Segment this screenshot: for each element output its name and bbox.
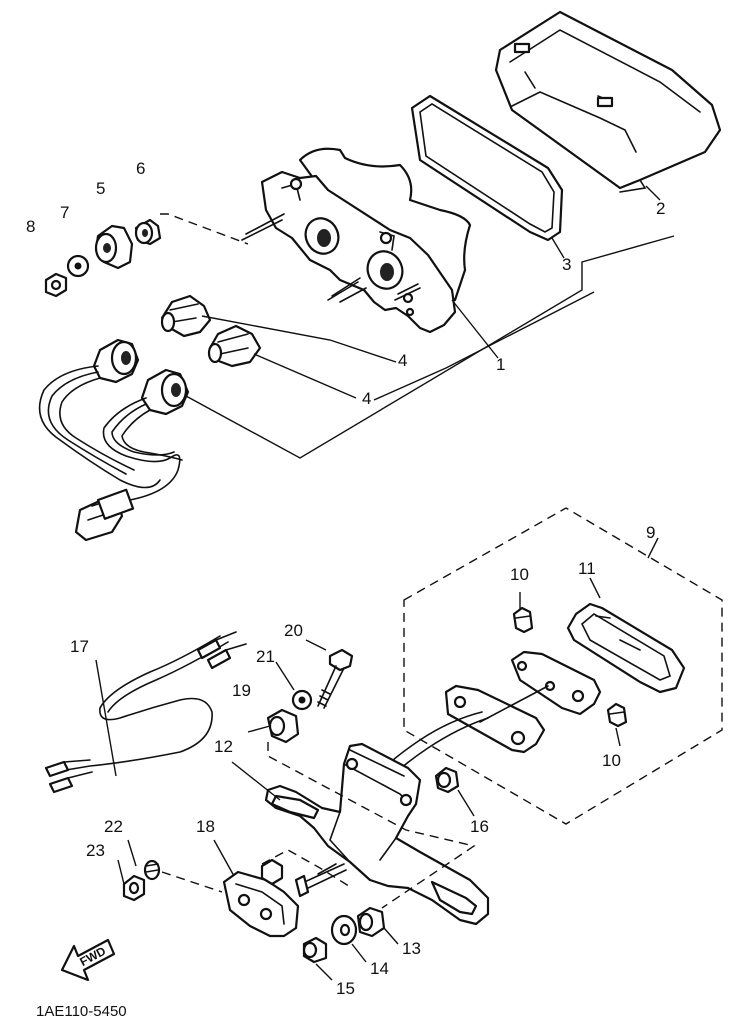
callout-10-lower: 10 — [602, 751, 621, 770]
part-6-grommet — [134, 218, 162, 246]
top-leader-lines — [160, 185, 675, 459]
callout-19: 19 — [232, 681, 251, 700]
callout-2: 2 — [656, 199, 665, 218]
part-3-gasket — [410, 94, 564, 242]
bracket-screws — [294, 863, 347, 898]
part-18-reflector — [222, 858, 300, 938]
part-17-wire-lead — [44, 631, 247, 794]
part-10-bulb-lower — [606, 702, 628, 728]
part-8-nut — [44, 272, 68, 298]
bottom-leader-lines — [95, 537, 659, 981]
callout-6: 6 — [136, 159, 145, 178]
part-11-license-lens — [566, 602, 686, 694]
part-7-washer — [66, 254, 90, 278]
callout-12: 12 — [214, 737, 233, 756]
callout-17: 17 — [70, 637, 89, 656]
diagram-code: 1AE110-5450 — [36, 1003, 127, 1020]
callout-20: 20 — [284, 621, 303, 640]
part-15-collar — [302, 936, 328, 964]
callout-3: 3 — [562, 255, 571, 274]
callout-10-upper: 10 — [510, 565, 529, 584]
callout-numbers: 8 7 5 6 2 3 4 1 4 9 10 11 10 20 21 17 19… — [26, 159, 665, 998]
part-21-washer — [291, 689, 313, 711]
callout-7: 7 — [60, 203, 69, 222]
callout-1: 1 — [496, 355, 505, 374]
part-19-collar — [266, 708, 300, 744]
part-23-nut — [122, 874, 146, 902]
fwd-direction-arrow-icon: FWD — [60, 938, 116, 982]
callout-14: 14 — [370, 959, 389, 978]
license-light-base — [510, 650, 602, 716]
part-2-lens — [494, 10, 722, 193]
socket-harness — [38, 338, 190, 542]
part-4-bulb-lower — [207, 324, 262, 368]
part-13-bolt — [356, 906, 386, 938]
part-22-washer — [143, 859, 161, 881]
callout-4-lower: 4 — [362, 389, 371, 408]
callout-23: 23 — [86, 841, 105, 860]
callout-5: 5 — [96, 179, 105, 198]
part-20-bolt — [317, 648, 354, 709]
callout-22: 22 — [104, 817, 123, 836]
callout-9: 9 — [646, 523, 655, 542]
part-16-grommet — [434, 766, 460, 794]
part-10-bulb-upper — [512, 606, 534, 634]
callout-8: 8 — [26, 217, 35, 236]
callout-4-upper: 4 — [398, 351, 407, 370]
callout-18: 18 — [196, 817, 215, 836]
callout-16: 16 — [470, 817, 489, 836]
part-1-housing — [241, 147, 472, 334]
part-9-assembly-box — [403, 507, 723, 825]
callout-11: 11 — [578, 559, 596, 578]
callout-13: 13 — [402, 939, 421, 958]
callout-21: 21 — [256, 647, 275, 666]
callout-15: 15 — [336, 979, 355, 998]
part-5-damper — [94, 224, 134, 270]
part-12-main-bracket — [264, 742, 490, 926]
part-4-bulb-upper — [160, 294, 212, 338]
license-plate-bracket-upper — [444, 684, 549, 754]
part-14-washer — [330, 914, 358, 946]
